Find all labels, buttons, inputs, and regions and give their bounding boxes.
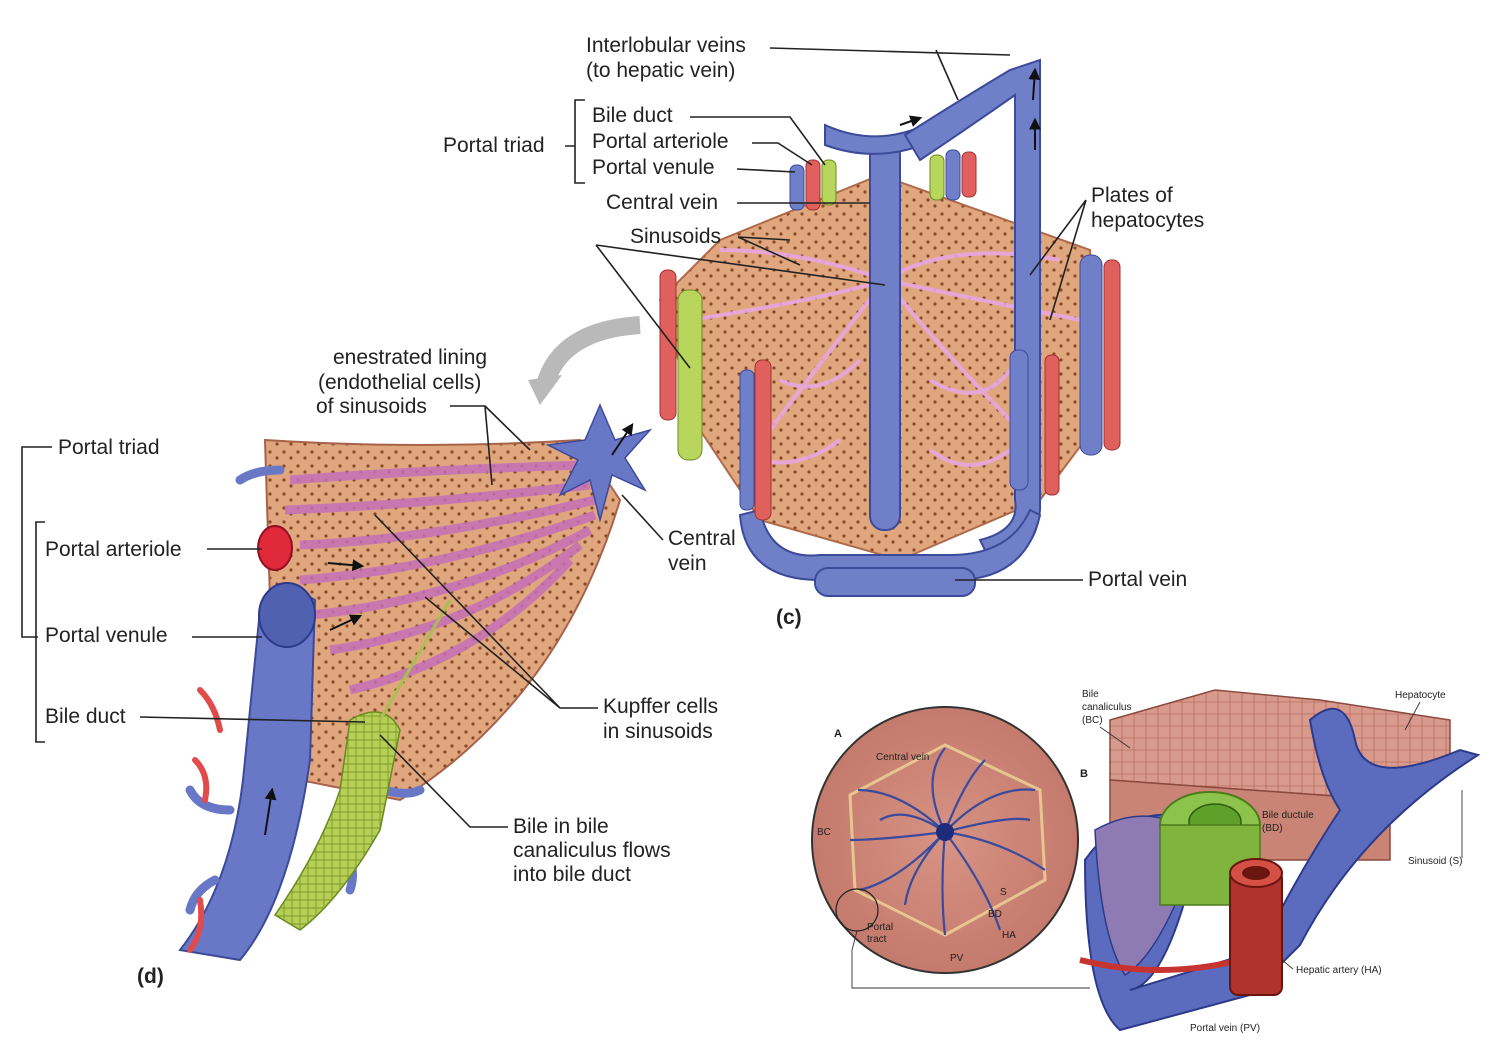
label-fenestrated-1: enestrated lining [333, 346, 487, 369]
sector-sinusoids [284, 460, 597, 695]
inset-label-portal-vein: Portal vein (PV) [1190, 1023, 1260, 1034]
panel-d-illustration [178, 403, 653, 962]
leader-interlobular [769, 47, 1011, 101]
bracket-portal-triad-d-inner [35, 521, 45, 743]
inset-sinusoid-lumen [1094, 815, 1181, 977]
zoom-arrow [536, 316, 641, 388]
leader-fenestrated [450, 405, 531, 486]
bile-duct-d [273, 711, 401, 931]
panel-c-letter: (c) [776, 606, 802, 629]
panel-d-labels: enestrated lining (endothelial cells) of… [21, 346, 736, 988]
leader-bile-duct-d [139, 716, 366, 723]
inset-label-a: A [834, 728, 842, 740]
label-central-vein-d-1: Central [668, 527, 736, 550]
inset-label-central-vein: Central vein [876, 752, 929, 763]
inset-leader-bile-canaliculus [1099, 726, 1131, 749]
flow-arrows [899, 67, 1041, 150]
label-portal-arteriole-d: Portal arteriole [45, 538, 182, 561]
label-fenestrated-2: (endothelial cells) [318, 371, 481, 394]
inset-label-hepatic-artery: Hepatic artery (HA) [1296, 965, 1382, 976]
portal-vein-bottom [738, 508, 1042, 581]
inset-sinusoid-channel [1083, 707, 1481, 1032]
bile-canaliculus-line [378, 599, 452, 721]
inset-red-stripe [1079, 957, 1241, 973]
inset-label-bile-canaliculus-2: canaliculus [1082, 702, 1131, 713]
inset-leader-hepatocyte [1404, 701, 1421, 731]
label-portal-triad-c: Portal triad [443, 134, 545, 157]
inset-label-bile-ductule-2: (BD) [1262, 823, 1283, 834]
inset-label-portal-tract-2: tract [867, 934, 887, 945]
inset-hepatic-artery-lumen [1242, 866, 1270, 880]
label-plates-1: Plates of [1091, 184, 1173, 207]
leader-portal-venule-c [736, 168, 796, 173]
leader-central-vein-d [621, 494, 664, 541]
leader-kupffer [374, 514, 598, 709]
label-central-vein-d-2: vein [668, 552, 707, 575]
label-fenestrated-3: of sinusoids [316, 395, 427, 418]
inset-label-pv: PV [950, 953, 964, 964]
label-central-vein-c: Central vein [606, 191, 718, 214]
inset-central-vein-dot [936, 823, 954, 841]
portal-venule-opening [258, 582, 316, 648]
portal-triad-columns [659, 149, 1121, 521]
label-portal-venule-d: Portal venule [45, 624, 168, 647]
leader-sinusoids [595, 236, 886, 369]
inset-label-bile-canaliculus-1: Bile [1082, 689, 1099, 700]
inset-labels: A B Central vein BC BD HA PV S Portal tr… [817, 689, 1462, 1034]
label-bile-duct-c: Bile duct [592, 104, 673, 127]
label-bile-flow-1: Bile in bile [513, 815, 609, 838]
inset-label-bile-canaliculus-3: (BC) [1082, 715, 1103, 726]
leader-bile-duct-c [690, 116, 826, 166]
label-bile-flow-2: canaliculus flows [513, 839, 671, 862]
inset-label-bile-ductule-1: Bile ductule [1262, 810, 1314, 821]
label-kupffer-2: in sinusoids [603, 720, 713, 743]
label-plates-2: hepatocytes [1091, 209, 1204, 232]
panel-d-letter: (d) [137, 965, 164, 988]
leader-bile-flow [379, 734, 508, 828]
label-portal-arteriole-c: Portal arteriole [592, 130, 729, 153]
central-vein-arrow [611, 423, 634, 456]
label-interlobular-veins: Interlobular veins [586, 34, 746, 57]
inset-hepatic-artery [1229, 869, 1283, 996]
label-bile-flow-3: into bile duct [513, 863, 631, 886]
portal-arteriole-d [257, 525, 293, 571]
zoom-arrow-head [528, 375, 562, 405]
inset-label-bd: BD [988, 909, 1002, 920]
label-sinusoids: Sinusoids [630, 225, 721, 248]
inset-label-b: B [1080, 768, 1088, 780]
inset-label-s: S [1000, 887, 1007, 898]
inset-label-sinusoid: Sinusoid (S) [1408, 856, 1462, 867]
inset-label-ha: HA [1002, 930, 1016, 941]
bracket-portal-triad-c [565, 99, 585, 184]
portal-vein-trunk [814, 567, 976, 597]
inset-connector-line [851, 930, 1090, 989]
central-vein [869, 139, 901, 531]
panel-c-illustration [528, 58, 1121, 597]
inset-leader-hepatic-artery [1281, 959, 1294, 970]
label-bile-duct-d: Bile duct [45, 705, 126, 728]
central-vein-d [545, 403, 653, 523]
inset-label-bc: BC [817, 827, 831, 838]
leader-portal-arteriole-c [752, 142, 813, 166]
bracket-portal-triad-d-outer [21, 446, 52, 638]
inset-label-portal-tract-1: Portal [867, 922, 893, 933]
label-to-hepatic-vein: (to hepatic vein) [586, 59, 735, 82]
inset-illustration [811, 689, 1481, 1032]
label-kupffer-1: Kupffer cells [603, 695, 718, 718]
panel-c-labels: Interlobular veins (to hepatic vein) Por… [443, 34, 1204, 629]
arteriole-branches [187, 687, 223, 953]
label-portal-vein-c: Portal vein [1088, 568, 1187, 591]
label-portal-venule-c: Portal venule [592, 156, 715, 179]
label-portal-triad-d: Portal triad [58, 436, 160, 459]
sector-arrows [264, 559, 365, 836]
leader-plates [1029, 199, 1087, 321]
inset-label-hepatocyte: Hepatocyte [1395, 690, 1446, 701]
